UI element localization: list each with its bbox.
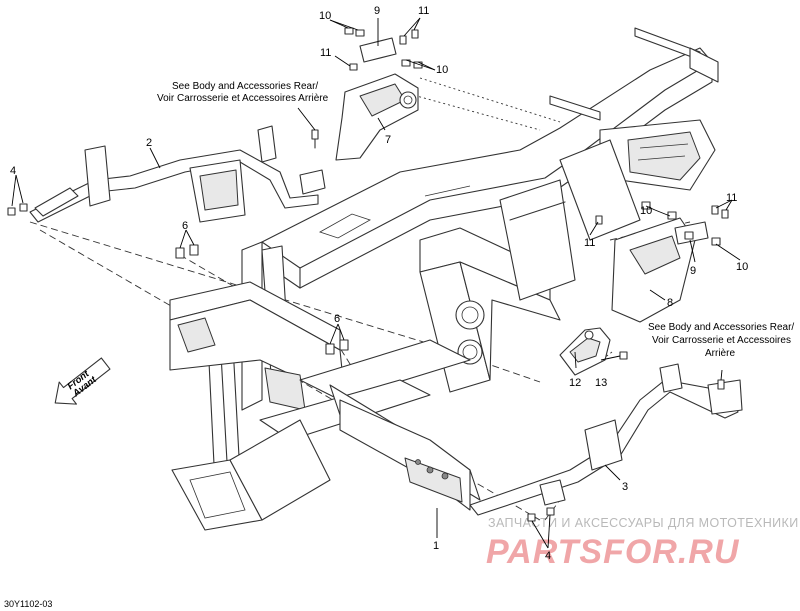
callout-9-top: 9 — [374, 5, 380, 17]
callout-13: 13 — [595, 377, 607, 389]
callout-11-right-lower: 11 — [584, 237, 595, 249]
callout-11-left: 11 — [320, 47, 331, 59]
watermark-logo: PARTSFOR.RU — [486, 533, 740, 571]
callout-10-top: 10 — [319, 10, 331, 22]
note-right-line1: See Body and Accessories Rear/ — [648, 322, 794, 333]
note-right-line3: Arrière — [705, 348, 735, 359]
note-right-line2: Voir Carrosserie et Accessoires — [652, 335, 791, 346]
callout-10-right: 10 — [640, 205, 652, 217]
note-right: See Body and Accessories Rear/ Voir Carr… — [648, 322, 794, 359]
callout-6-right: 6 — [334, 313, 340, 325]
front-arrow: Front Avant — [54, 357, 111, 405]
callout-4-bottom: 4 — [545, 550, 551, 562]
part-bracket-12 — [559, 327, 611, 376]
note-top-line2: Voir Carrosserie et Accessoires Arrière — [157, 93, 329, 104]
watermark-tagline: ЗАПЧАСТИ И АКСЕССУАРЫ ДЛЯ МОТОТЕХНИКИ — [488, 516, 799, 530]
part-bracket-7 — [335, 37, 419, 161]
note-top-line1: See Body and Accessories Rear/ — [172, 81, 318, 92]
callout-11-right: 11 — [726, 192, 737, 204]
hardware — [7, 27, 729, 522]
callout-8: 8 — [667, 297, 673, 309]
diagram-code: 30Y1102-03 — [4, 599, 52, 609]
main-frame — [169, 27, 719, 531]
callout-12: 12 — [569, 377, 581, 389]
note-top: See Body and Accessories Rear/ Voir Carr… — [157, 81, 329, 104]
leader-lines — [11, 17, 741, 549]
callout-7: 7 — [385, 134, 391, 146]
callouts: 10 9 11 11 10 7 2 4 6 6 11 10 11 9 10 8 … — [10, 5, 748, 562]
callout-3: 3 — [622, 481, 628, 493]
part-rear-tube — [469, 363, 743, 516]
callout-4-left: 4 — [10, 165, 16, 177]
watermark: ЗАПЧАСТИ И АКСЕССУАРЫ ДЛЯ МОТОТЕХНИКИ PA… — [486, 516, 799, 571]
callout-11-top: 11 — [418, 5, 429, 17]
callout-2: 2 — [146, 137, 152, 149]
callout-6-left: 6 — [182, 220, 188, 232]
callout-1: 1 — [433, 540, 439, 552]
callout-9-right: 9 — [690, 265, 696, 277]
callout-10-top-right: 10 — [436, 64, 448, 76]
callout-10-right-lower: 10 — [736, 261, 748, 273]
part-front-tube — [29, 125, 326, 223]
